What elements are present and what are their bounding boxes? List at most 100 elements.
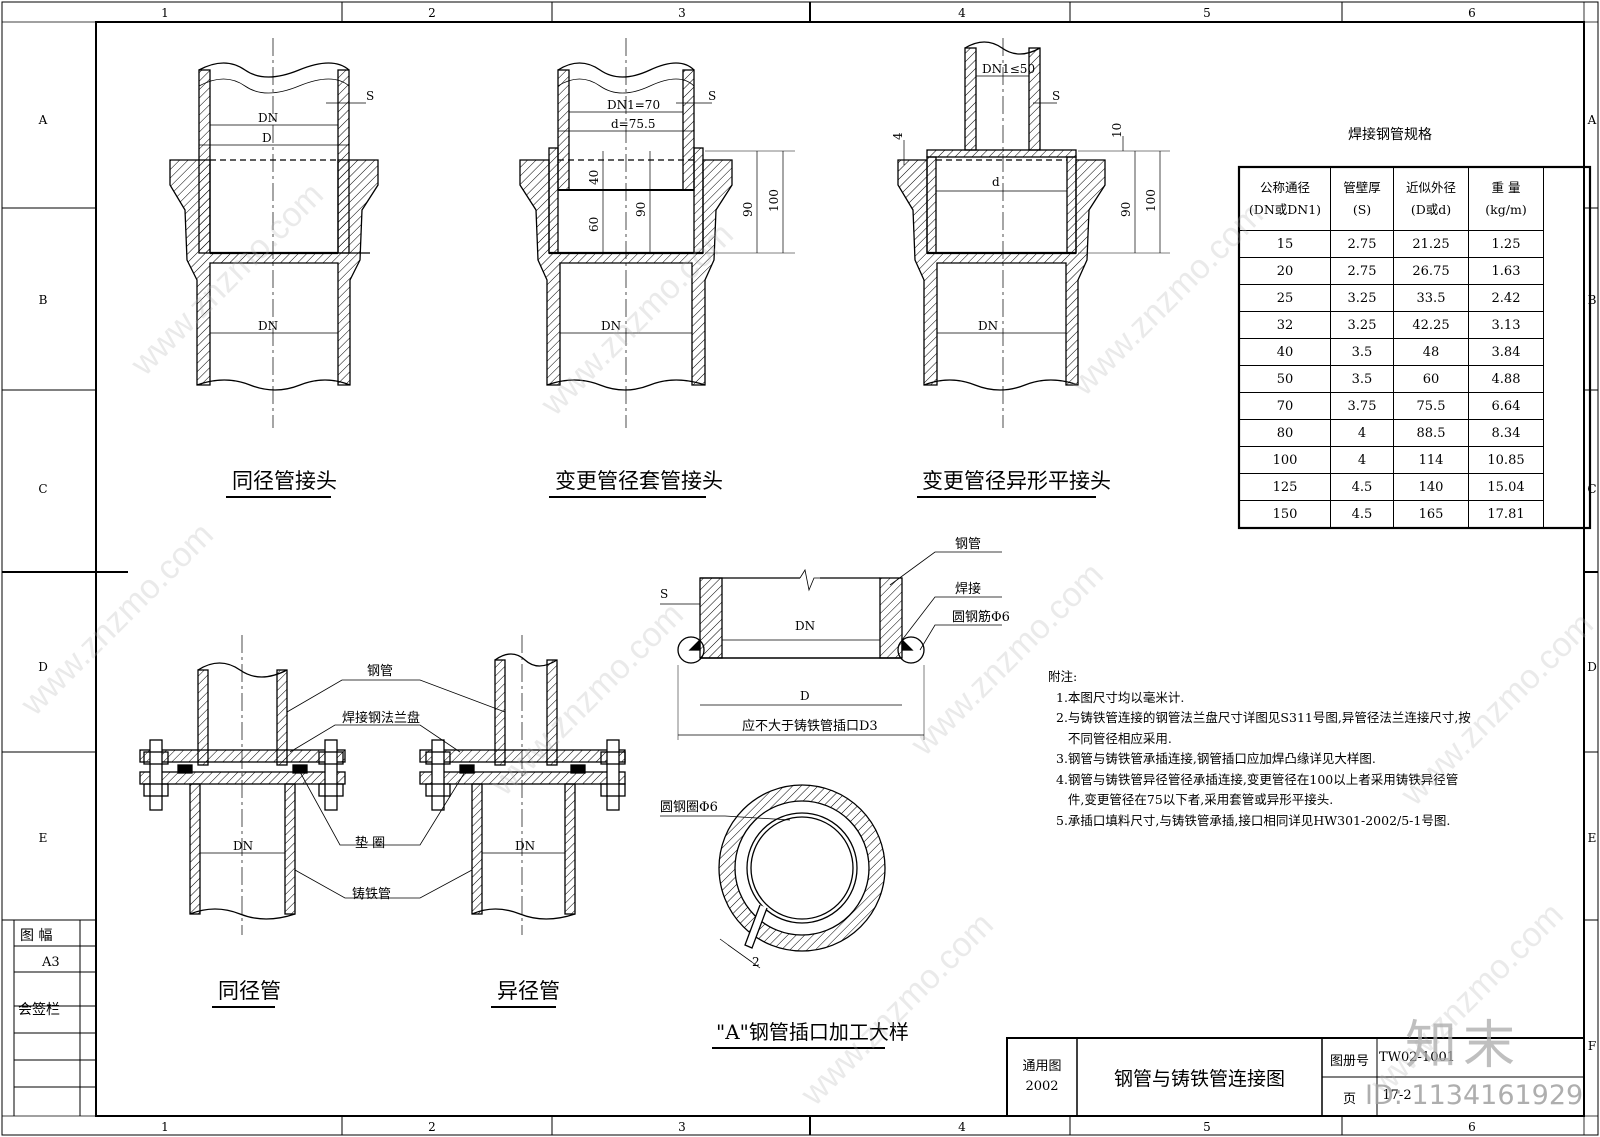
fig6-label-weld: 焊接 [955, 581, 981, 597]
spec-table-cell: 15.04 [1468, 473, 1544, 501]
spec-table: 公称通径(DN或DN1) 管壁厚(S) 近似外径(D或d) 重 量(kg/m) … [1239, 167, 1544, 528]
grid-labels: 1 2 3 4 5 6 1 2 3 4 5 6 A B C D E A B C … [38, 6, 1597, 1134]
fig6-title: "A"钢管插口加工大样 [716, 1020, 909, 1044]
grid-row-b-right: B [1588, 293, 1597, 307]
spec-table-header-row: 公称通径(DN或DN1) 管壁厚(S) 近似外径(D或d) 重 量(kg/m) [1239, 167, 1544, 231]
spec-table-cell: 48 [1393, 338, 1469, 366]
spec-header-od: 近似外径(D或d) [1393, 167, 1469, 231]
spec-table-cell: 150 [1239, 500, 1331, 528]
fig1-dim-dn-bottom: DN [258, 319, 278, 333]
grid-col-3: 3 [678, 6, 686, 20]
watermark-id: ID: 1134161929 [1365, 1080, 1584, 1111]
side-format-value: A3 [41, 955, 60, 970]
grid-row-e: E [39, 831, 48, 845]
spec-table-cell: 2.75 [1330, 230, 1394, 258]
grid-row-d-right: D [1587, 660, 1597, 674]
grid-col-3-bottom: 3 [678, 1120, 686, 1134]
brand-logo: 知末 [1405, 1016, 1522, 1076]
spec-table-cell: 88.5 [1393, 419, 1469, 447]
fig45-leaders [286, 679, 506, 899]
fig45-label-cast-iron: 铸铁管 [352, 886, 391, 902]
grid-row-c: C [38, 482, 47, 496]
spec-table-cell: 2.75 [1330, 257, 1394, 285]
grid-col-6: 6 [1468, 6, 1476, 20]
spec-table-cell: 4 [1330, 446, 1394, 474]
fig3-dim-d: d [992, 175, 1000, 189]
fig3-dim-dn1: DN1≤50 [982, 62, 1035, 76]
fig2-dim-d: d=75.5 [611, 117, 655, 131]
grid-col-2-bottom: 2 [428, 1120, 436, 1134]
fig4-title: 同径管 [218, 979, 281, 1003]
spec-table-title: 焊接钢管规格 [1348, 127, 1432, 143]
spec-table-cell: 33.5 [1393, 284, 1469, 312]
grid-col-5-bottom: 5 [1203, 1120, 1211, 1134]
grid-col-4-bottom: 4 [958, 1120, 966, 1134]
fig1-title: 同径管接头 [232, 469, 337, 493]
fig2-dim-dn1: DN1=70 [607, 98, 660, 112]
spec-table-cell: 70 [1239, 392, 1331, 420]
fig6-spigot-detail [660, 551, 1002, 969]
spec-table-cell: 3.13 [1468, 311, 1544, 339]
grid-row-d: D [38, 660, 48, 674]
spec-table-cell: 4.88 [1468, 365, 1544, 393]
note-4-cont: 件,变更管径在75以下者,采用套管或异形平接头. [1056, 792, 1334, 807]
fig6-label-round-ring: 圆钢圈Φ6 [660, 800, 718, 815]
spec-table-cell: 140 [1393, 473, 1469, 501]
note-2: 2.与铸铁管连接的钢管法兰盘尺寸详图见S311号图,异管径法兰连接尺寸,按 [1056, 710, 1471, 725]
fig5-dim-dn: DN [515, 839, 535, 853]
spec-table-cell: 3.25 [1330, 284, 1394, 312]
spec-table-cell: 75.5 [1393, 392, 1469, 420]
fig3-dim-100: 100 [1144, 189, 1158, 212]
spec-table-cell: 3.25 [1330, 311, 1394, 339]
grid-row-f-right: F [1588, 1039, 1596, 1053]
spec-table-cell: 20 [1239, 257, 1331, 285]
note-3: 3.钢管与铸铁管承插连接,钢管插口应加焊凸缘详见大样图. [1056, 751, 1376, 766]
fig2-dim-40: 40 [587, 170, 601, 185]
fig6-dim-2: 2 [752, 955, 760, 969]
fig5-title: 异径管 [497, 979, 560, 1003]
title-block-standard-label: 通用图 [1022, 1059, 1062, 1074]
note-2-cont: 不同管径相应采用. [1056, 730, 1172, 746]
title-block-atlas-label: 图册号 [1329, 1054, 1369, 1069]
grid-row-e-right: E [1588, 831, 1597, 845]
spec-table-cell: 125 [1239, 473, 1331, 501]
grid-row-c-right: C [1587, 482, 1596, 496]
spec-table-cell: 15 [1239, 230, 1331, 258]
fig3-special-flat-joint [897, 38, 1170, 428]
title-block-drawing-title: 钢管与铸铁管连接图 [1113, 1068, 1285, 1090]
spec-table-cell: 60 [1393, 365, 1469, 393]
fig4-same-diameter-flange [139, 635, 346, 935]
title-block-page-value: 17-2 [1382, 1088, 1412, 1103]
fig1-dim-s: S [366, 89, 374, 103]
spec-table-cell: 80 [1239, 419, 1331, 447]
fig45-label-gasket: 垫 圈 [355, 835, 385, 851]
fig2-dim-s: S [708, 89, 716, 103]
spec-table-cell: 100 [1239, 446, 1331, 474]
fig45-label-steel-pipe: 钢管 [367, 664, 393, 679]
notes-block: 附注: 1.本图尺寸均以毫米计. 2.与铸铁管连接的钢管法兰盘尺寸详图见S311… [1048, 667, 1496, 831]
fig1-dim-d: D [262, 131, 272, 145]
spec-header-wall: 管壁厚(S) [1330, 167, 1394, 231]
spec-table-cell: 4 [1330, 419, 1394, 447]
fig4-dim-dn: DN [233, 839, 253, 853]
note-1: 1.本图尺寸均以毫米计. [1056, 689, 1185, 705]
grid-col-5: 5 [1203, 6, 1211, 20]
fig6-label-s: S [660, 587, 668, 601]
fig1-dim-dn-top: DN [258, 111, 278, 125]
fig3-dim-s: S [1052, 89, 1060, 103]
fig6-dim-d: D [800, 689, 810, 703]
fig2-reducing-sleeve-joint [519, 38, 795, 428]
spec-table-cell: 32 [1239, 311, 1331, 339]
fig2-dim-100: 100 [767, 189, 781, 212]
